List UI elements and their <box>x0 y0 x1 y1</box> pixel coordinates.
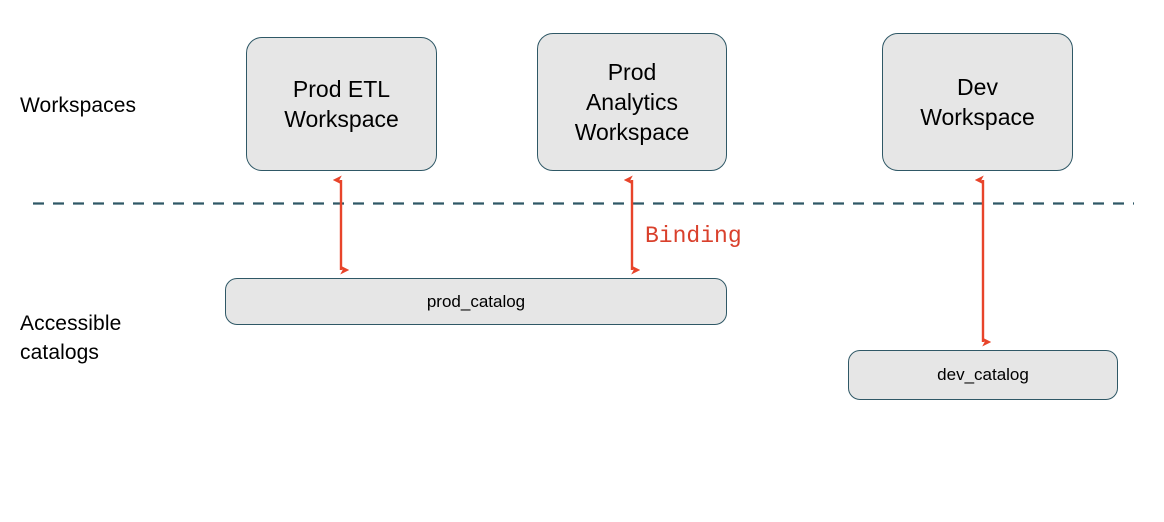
catalog-node-prod-catalog[interactable]: prod_catalog <box>225 278 727 325</box>
row-label-accessible-catalogs: Accessible catalogs <box>20 312 122 364</box>
workspace-node-prod-etl[interactable]: Prod ETL Workspace <box>246 37 437 171</box>
catalog-node-dev-catalog[interactable]: dev_catalog <box>848 350 1118 400</box>
row-label-workspaces: Workspaces <box>20 94 137 117</box>
binding-annotation-label: Binding <box>645 223 742 249</box>
workspace-node-dev-workspace[interactable]: Dev Workspace <box>882 33 1073 171</box>
workspace-node-prod-analytics[interactable]: Prod Analytics Workspace <box>537 33 727 171</box>
